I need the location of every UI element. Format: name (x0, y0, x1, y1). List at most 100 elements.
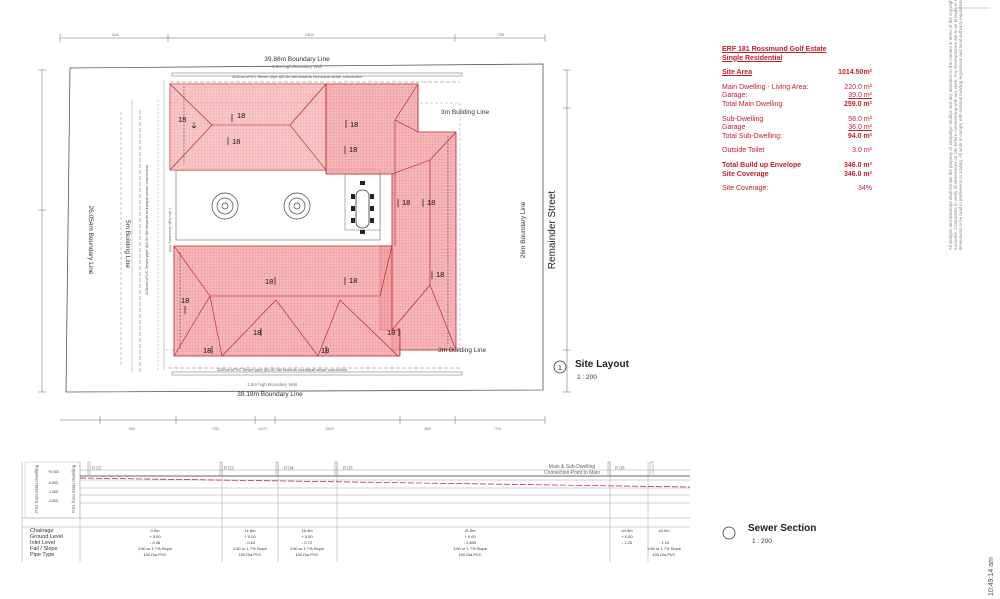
svg-text:4845: 4845 (424, 427, 431, 431)
pitch-label: 18 (345, 120, 358, 129)
schedule-row: Garage:39.0 m² (722, 92, 872, 101)
svg-text:18: 18 (237, 111, 245, 120)
svg-text:1:60 or 1.7% Slope: 1:60 or 1.7% Slope (138, 546, 173, 551)
schedule-row-label: Sub-Dwelling (722, 115, 764, 123)
svg-text:1:60 or 1.7% Slope: 1:60 or 1.7% Slope (233, 546, 268, 551)
datestamp: 10:49:14 am (988, 557, 995, 596)
svg-text:100 Dia PVC: 100 Dia PVC (143, 552, 166, 557)
building-line-bottom-label: 3m Building Line (438, 347, 486, 354)
svg-text:18: 18 (178, 115, 186, 124)
pitch-label: 18 (387, 328, 400, 337)
boundary-wall-top (171, 72, 463, 77)
svg-text:16.4m: 16.4m (301, 528, 313, 533)
section-table-values: 0.0m 11.8m 16.4m 21.5m 44.5m 44.5m + 0.0… (138, 528, 682, 557)
svg-text:P.05: P.05 (343, 466, 353, 472)
connection-label-1: Main & Sub-Dwelling (549, 464, 596, 470)
svg-text:100 Dia PVC: 100 Dia PVC (458, 552, 481, 557)
svg-text:7785: 7785 (497, 33, 504, 37)
bottom-boundary-label: 38.18m Boundary Line (237, 391, 303, 398)
boundary-wall-bottom (171, 371, 463, 376)
svg-text:P.03: P.03 (224, 466, 234, 472)
dining-table (355, 189, 370, 229)
svg-text:- 0.800: - 0.800 (464, 540, 477, 545)
svg-text:Ground Level: Ground Level (30, 534, 63, 540)
svg-text:18: 18 (232, 137, 240, 146)
svg-text:- 0.64: - 0.64 (245, 540, 256, 545)
street-label: Remainder Street (547, 191, 558, 270)
sewer-left-label-1: P.01 from Main Dwelling (34, 464, 39, 513)
pitch-label: 18 (344, 276, 357, 285)
schedule-row-value: 94.0 m² (847, 132, 872, 140)
schedule-row-value: 346.0 m² (843, 170, 872, 178)
connection-label-2: Connection Point to Main (544, 470, 600, 476)
pitch-label: 18 (203, 346, 213, 355)
site-layout-title: Site Layout (575, 359, 630, 370)
roof-pitch-labels: 18 18 18 18 18 18 18 18 18 18 18 18 18 1… (178, 111, 444, 355)
pitch-label: 18 (178, 115, 197, 129)
roof-plan (169, 83, 457, 357)
svg-text:- 0.72: - 0.72 (302, 540, 313, 545)
inner-wall-label: 1.8m high Boundary Wall (168, 208, 173, 253)
svg-text:P.02: P.02 (92, 466, 102, 472)
view-number-circle (553, 360, 567, 374)
schedule-row-label: Total Main Dwelling (722, 100, 783, 108)
svg-text:7545: 7545 (128, 427, 135, 431)
schedule-row-label: Site Coverage: (722, 185, 769, 193)
section-grid (21, 462, 690, 562)
svg-text:7735: 7735 (494, 427, 501, 431)
svg-text:18: 18 (387, 328, 395, 337)
svg-text:-1.500: -1.500 (48, 499, 58, 503)
water-tanks (211, 192, 311, 220)
disclaimer-text: All designs and drawings shall remain th… (948, 0, 963, 250)
schedule-row-value: 1014.50m² (838, 69, 872, 77)
svg-text:- 1.20: - 1.20 (622, 540, 633, 545)
svg-text:+ 0.00: + 0.00 (301, 534, 313, 539)
schedule-row-value: 58.0 m² (848, 115, 872, 123)
schedule-row: Total Sub-Dwelling:94.0 m² (722, 133, 872, 142)
svg-text:-0.500: -0.500 (48, 481, 58, 485)
schedule-title-2: Single Residential (722, 54, 783, 62)
pipe-invert-line (79, 477, 691, 488)
site-layout-scale: 1 : 200 (577, 374, 597, 381)
svg-text:11975: 11975 (258, 427, 267, 431)
schedule-row: Sub-Dwelling 58.0 m² (722, 116, 872, 125)
sewer-section: +0.000-0.500-1.000-1.500 P.01 from Main … (21, 461, 816, 562)
schedule-row-label: Total Build up Envelope (722, 161, 802, 169)
area-schedule: ERF 181 Rossmund Golf Estate Single Resi… (722, 46, 872, 194)
pitch-label: 18 (253, 328, 262, 337)
svg-text:11.8m: 11.8m (245, 528, 256, 533)
svg-text:18: 18 (181, 296, 189, 305)
svg-text:18: 18 (265, 277, 273, 286)
svg-text:44.5m: 44.5m (658, 528, 670, 533)
schedule-row-label: Main Dwelling - Living Area: (722, 83, 809, 91)
dimension-lines (38, 34, 571, 424)
schedule-row-value: 34% (857, 185, 872, 193)
svg-text:+ 0.00: + 0.00 (149, 534, 161, 539)
svg-text:1:60 or 1.7% Slope: 1:60 or 1.7% Slope (453, 546, 488, 551)
svg-text:+ 0.00: + 0.00 (244, 534, 256, 539)
svg-text:18: 18 (349, 145, 357, 154)
pitch-label: 18 (422, 198, 435, 207)
svg-text:0.0m: 0.0m (151, 528, 161, 533)
building-line-top-label: 3m Building Line (441, 109, 489, 116)
svg-text:18: 18 (321, 346, 329, 355)
pitch-label: 18 (321, 346, 329, 355)
left-pipe-label: 110mm uPVC Sewer pipe @1:60 fall towards… (144, 165, 149, 295)
manhole-labels: P.02 P.03 P.04 P.05 P.06 (92, 466, 625, 472)
svg-text:Fall / Slope: Fall / Slope (30, 546, 58, 552)
svg-text:44.5m: 44.5m (621, 528, 633, 533)
svg-text:18: 18 (350, 120, 358, 129)
dining-chairs (351, 181, 374, 234)
view-number: 1 (558, 365, 562, 372)
svg-text:100 Dia PVC: 100 Dia PVC (238, 552, 261, 557)
svg-text:+ 0.00: + 0.00 (464, 534, 476, 539)
svg-text:Pipe Type: Pipe Type (30, 552, 54, 558)
top-boundary-label: 39.86m Boundary Line (264, 56, 330, 63)
pitch-label: 18 (181, 296, 189, 314)
schedule-row-value: 220.0 m² (844, 83, 872, 91)
